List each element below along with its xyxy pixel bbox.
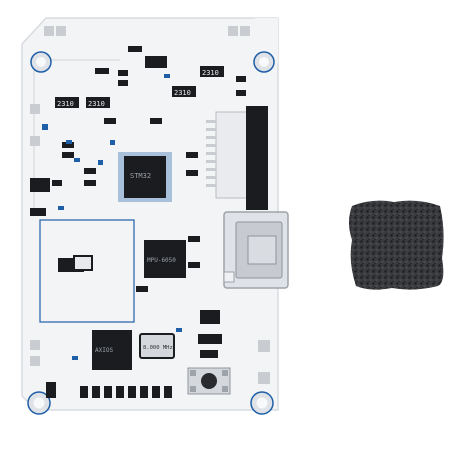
reg-left-b-label: 2310 [88,100,105,108]
crystal-oscillator: 8.000 MHz [139,333,175,359]
mounting-hole-bottom-left [27,391,51,415]
mounting-hole-top-right [253,51,275,73]
regulator-top-right: 2310 [200,66,224,77]
regulator-left-a: 2310 [55,97,79,108]
push-button [187,367,231,395]
reg-top-mid-label: 2310 [174,89,191,97]
mcu-label: STM32 [130,172,151,180]
imu-chip: MPU-6050 [144,240,186,278]
imu-label: MPU-6050 [147,257,176,264]
regulator-top-mid: 2310 [172,86,196,97]
regulator-left-b: 2310 [86,97,110,108]
bottom-ic-label: AXIOS [95,347,113,354]
bottom-ic: AXIOS [92,330,132,370]
reg-top-right-label: 2310 [202,69,219,77]
corner-pads [30,26,270,384]
crystal-label: 8.000 MHz [143,345,173,351]
mounting-hole-top-left [30,51,52,73]
foam-filter [349,200,444,290]
usb-connector [223,211,289,289]
mounting-hole-bottom-right [250,391,274,415]
reg-left-a-label: 2310 [57,100,74,108]
small-sensor-chip [73,255,93,271]
mcu-chip: STM32 [118,152,172,202]
smd-components [30,46,246,398]
flex-connector [206,106,268,210]
